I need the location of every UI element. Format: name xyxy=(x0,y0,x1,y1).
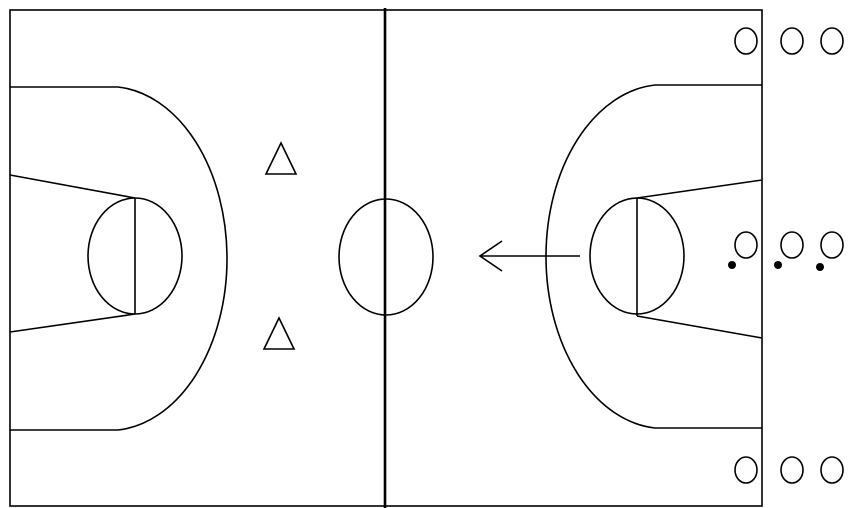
player-circle xyxy=(734,27,758,55)
ball-dot xyxy=(774,261,782,269)
player-group-middle xyxy=(728,231,844,271)
cone-top-marker xyxy=(264,141,298,175)
player-circle xyxy=(734,456,758,484)
player-circle xyxy=(734,231,758,259)
movement-arrow xyxy=(478,240,580,272)
player-circle xyxy=(820,456,844,484)
ball-dot xyxy=(816,263,824,271)
player-circle xyxy=(780,231,804,259)
player-circle xyxy=(820,231,844,259)
center-circle xyxy=(338,198,434,316)
left-lane-line-top xyxy=(9,174,136,199)
player-circle xyxy=(780,456,804,484)
right-free-throw-circle xyxy=(589,197,685,315)
right-lane-line-bottom xyxy=(636,315,763,339)
ball-dot xyxy=(728,261,736,269)
cone-bottom-marker xyxy=(262,316,296,350)
right-lane-line-top xyxy=(636,179,763,199)
player-circle xyxy=(820,27,844,55)
player-group-top xyxy=(734,27,844,55)
player-group-bottom xyxy=(734,456,844,484)
left-half-court xyxy=(9,86,228,431)
left-three-point-line xyxy=(10,86,228,431)
left-free-throw-circle xyxy=(87,197,183,315)
left-lane-line-bottom xyxy=(9,313,136,333)
player-circle xyxy=(780,27,804,55)
